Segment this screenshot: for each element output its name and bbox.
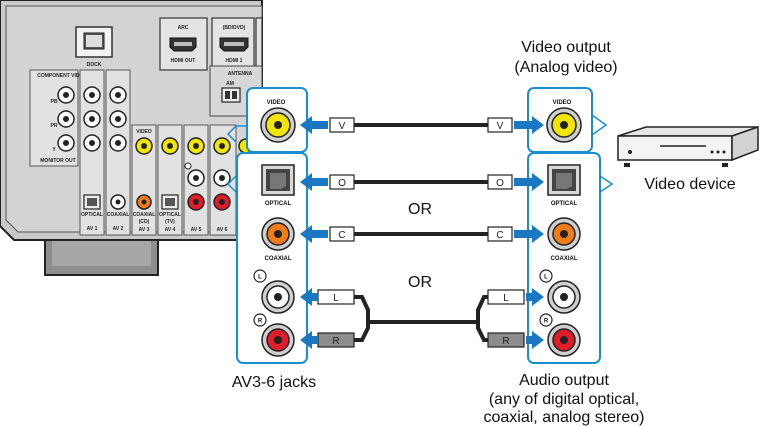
av4-label: AV 4 xyxy=(165,227,176,233)
right-channel-plug-letter-a: R xyxy=(332,336,339,347)
arrow-video-right xyxy=(514,116,544,134)
arrow-analog-r-right xyxy=(526,331,544,349)
left-l-text: L xyxy=(258,275,262,281)
video-output-title: Video output xyxy=(521,39,611,56)
or-label-1: OR xyxy=(408,201,432,218)
component-video-section: COMPONENT VIDEO PB PR Y MONITOR OUT xyxy=(29,69,87,167)
right-analog-r-jack xyxy=(547,323,581,357)
receiver-rear-panel: DOCK ARC HDMI OUT (BD/DVD) HDMI 1 ANTENN… xyxy=(0,0,263,276)
coaxial-plug-right-letter: C xyxy=(496,230,503,241)
hdmi-1-sub-label: (BD/DVD) xyxy=(223,25,246,31)
antenna-label: ANTENNA xyxy=(228,71,253,77)
right-r-badge: R xyxy=(539,313,553,327)
monitor-out-label: MONITOR OUT xyxy=(40,158,75,164)
video-plug-left-letter: V xyxy=(339,121,346,132)
audio-output-line2: (any of digital optical, xyxy=(489,391,639,408)
hdmi-out-arc-label: ARC xyxy=(178,25,189,31)
left-coaxial-jack xyxy=(261,217,295,251)
or-label-2: OR xyxy=(408,274,432,291)
dock-port: DOCK xyxy=(75,26,113,68)
audio-output-line3: coaxial, analog stereo) xyxy=(484,409,645,426)
right-channel-plug-letter-b: R xyxy=(502,336,509,347)
av-jacks-label: AV3-6 jacks xyxy=(232,374,316,391)
optical-plug-right-letter: O xyxy=(496,178,504,189)
left-coaxial-label: COAXIAL xyxy=(265,256,292,262)
av2-label: AV 2 xyxy=(113,226,124,232)
y-label: Y xyxy=(52,147,56,153)
av4-optical-label: OPTICAL xyxy=(159,212,181,218)
connection-arrows xyxy=(300,116,544,349)
right-analog-l-jack xyxy=(547,280,581,314)
hdmi-1-port: (BD/DVD) HDMI 1 xyxy=(211,17,255,71)
arrow-analog-l-left xyxy=(300,288,318,306)
right-optical-jack xyxy=(547,164,581,196)
video-cable: V V xyxy=(329,117,513,133)
coaxial-plug-left-letter: C xyxy=(338,230,345,241)
right-l-text: L xyxy=(544,275,548,281)
video-device-label: Video device xyxy=(644,176,735,193)
component-video-label: COMPONENT VIDEO xyxy=(37,73,87,79)
hdmi-out-port: ARC HDMI OUT xyxy=(159,17,208,71)
av3-column: VIDEO COAXIAL (CD) AV 3 xyxy=(131,124,157,236)
right-coaxial-jack xyxy=(547,217,581,251)
left-video-jack xyxy=(260,107,296,143)
left-analog-r-jack xyxy=(261,323,295,357)
right-jack-panel: VIDEO OPTICAL COAXIAL L xyxy=(527,87,614,364)
arrow-optical-left xyxy=(300,173,328,191)
stereo-cable: L R L R xyxy=(317,289,525,348)
right-optical-label: OPTICAL xyxy=(551,201,578,207)
right-r-text: R xyxy=(544,319,549,325)
left-r-badge: R xyxy=(253,313,267,327)
left-l-badge: L xyxy=(253,269,267,283)
right-coaxial-label: COAXIAL xyxy=(551,256,578,262)
av1-label: AV 1 xyxy=(87,226,98,232)
av2-coaxial-label: COAXIAL xyxy=(107,212,130,218)
optical-plug-left-letter: O xyxy=(338,178,346,189)
arrow-coaxial-left xyxy=(300,225,328,243)
left-channel-plug-letter-b: L xyxy=(503,293,509,304)
dock-label: DOCK xyxy=(87,62,102,68)
av1-optical-label: OPTICAL xyxy=(81,212,103,218)
pb-label: PB xyxy=(51,99,58,105)
video-device-icon xyxy=(617,125,759,167)
av4-column: OPTICAL (TV) AV 4 xyxy=(157,124,183,236)
left-video-label: VIDEO xyxy=(267,100,286,106)
right-video-jack xyxy=(546,107,582,143)
left-optical-jack xyxy=(261,164,295,196)
av1-column: OPTICAL AV 1 xyxy=(79,69,105,236)
av2-column: COAXIAL AV 2 xyxy=(105,69,131,236)
arrow-coaxial-right xyxy=(514,225,544,243)
hdmi-out-label: HDMI OUT xyxy=(171,58,196,64)
right-video-label: VIDEO xyxy=(553,100,572,106)
arrow-optical-right xyxy=(514,173,544,191)
av3-label: AV 3 xyxy=(139,227,150,233)
audio-output-title: Audio output xyxy=(519,372,609,389)
coaxial-cable: C C xyxy=(329,226,513,242)
pr-label: PR xyxy=(51,123,58,129)
video-plug-right-letter: V xyxy=(497,121,504,132)
av3-video-label: VIDEO xyxy=(136,129,152,135)
left-r-text: R xyxy=(258,319,263,325)
left-analog-l-jack xyxy=(261,280,295,314)
av3-cd-label: (CD) xyxy=(139,219,150,225)
left-optical-label: OPTICAL xyxy=(265,201,292,207)
av5-label: AV 5 xyxy=(191,227,202,233)
left-jack-panel: VIDEO OPTICAL COAXIAL L xyxy=(236,87,308,364)
arrow-analog-l-right xyxy=(526,288,544,306)
video-output-subtitle: (Analog video) xyxy=(514,59,617,76)
av4-tv-label: (TV) xyxy=(165,219,175,225)
optical-cable: O O xyxy=(329,174,513,190)
right-l-badge: L xyxy=(539,269,553,283)
am-label: AM xyxy=(226,81,234,87)
av5-column: AV 5 xyxy=(183,124,209,236)
av3-coaxial-label: COAXIAL xyxy=(133,212,156,218)
arrow-video-left xyxy=(300,116,328,134)
hdmi-1-label: HDMI 1 xyxy=(226,58,243,64)
left-channel-plug-letter-a: L xyxy=(333,293,339,304)
arrow-analog-r-left xyxy=(300,331,318,349)
av6-label: AV 6 xyxy=(217,227,228,233)
